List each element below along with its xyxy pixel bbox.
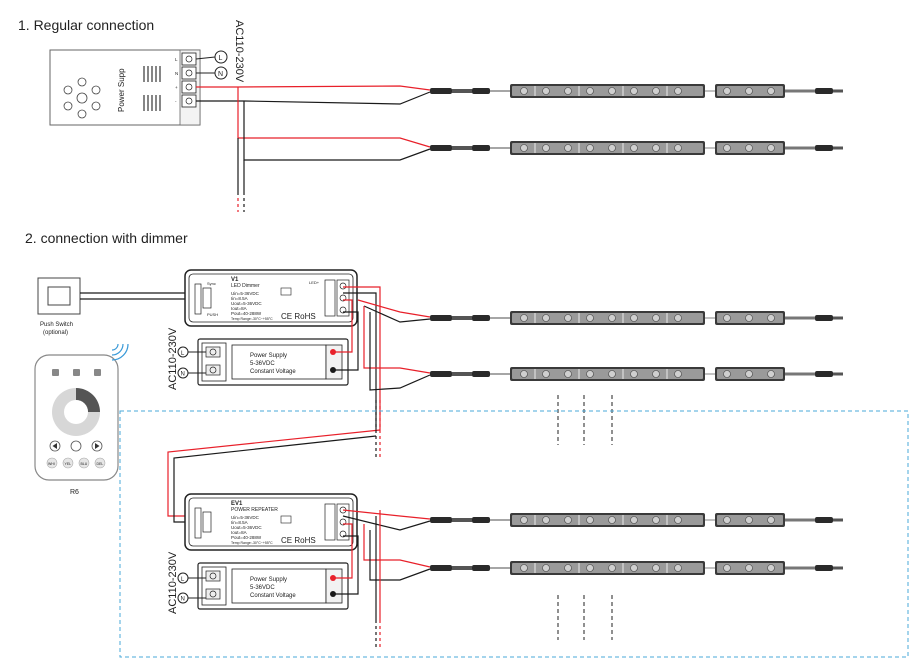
led-strip-row-5 xyxy=(430,513,843,527)
section1-heading: 1. Regular connection xyxy=(18,17,154,33)
section2-heading: 2. connection with dimmer xyxy=(25,230,188,246)
terminal-label-n: N xyxy=(175,71,178,76)
power-repeater: EV1 POWER REPEATER Uin=5-36VDC Iin=8.5A … xyxy=(184,493,358,551)
dimmer-spec: Iin=8.5A xyxy=(231,296,248,301)
wires-section2-top xyxy=(167,286,431,523)
repeater-cert: CE RoHS xyxy=(281,536,316,545)
ps-line3: Constant Voltage xyxy=(250,593,296,599)
continuation-lines-2 xyxy=(557,595,613,640)
push-switch xyxy=(37,277,81,315)
repeater-spec: Iout=8A xyxy=(231,530,247,535)
remote-label: R6 xyxy=(70,489,79,496)
push-switch-label: Push Switch xyxy=(40,322,73,328)
repeater-spec: Uout=5-36VDC xyxy=(231,525,262,530)
power-supply-box-2: Power Supply 5-36VDC Constant Voltage xyxy=(197,562,349,610)
neutral-symbol-label: N xyxy=(218,71,223,78)
led-strip-row-4 xyxy=(430,367,843,381)
vent-slots xyxy=(143,66,161,111)
ps-line1: Power Supply xyxy=(250,577,287,583)
remote-control[interactable]: WHI YEL BLU DEL xyxy=(34,354,119,481)
line-symbol-label: L xyxy=(219,55,223,62)
terminal-label-l: L xyxy=(175,57,178,62)
dimmer-spec: Uout=5-36VDC xyxy=(231,301,262,306)
led-strip-row-1 xyxy=(430,84,843,98)
remote-key-del: DEL xyxy=(97,462,104,466)
neutral-symbol-3-label: N xyxy=(181,597,185,603)
ps-line3: Constant Voltage xyxy=(250,369,296,375)
neutral-symbol-2-label: N xyxy=(181,372,185,378)
repeater-group-box xyxy=(119,410,909,658)
repeater-spec: Uin=5-36VDC xyxy=(231,515,260,520)
input-voltage-label-2: AC110-230V xyxy=(167,327,179,390)
line-symbol-2-label: L xyxy=(181,351,185,357)
dimmer-spec: Iout=8A xyxy=(231,306,247,311)
wireless-icon xyxy=(111,343,129,361)
dimmer-spec: Pout=40-288W xyxy=(231,311,262,316)
led-strip-row-2 xyxy=(430,141,843,155)
continuation-lines-1 xyxy=(557,395,613,445)
dimmer-spec: Temp Range:-30°C~+55°C xyxy=(231,317,273,321)
terminal-label-minus: - xyxy=(175,99,177,104)
dimmer-led-symbol: LED+ xyxy=(309,280,320,285)
fan-icon xyxy=(63,77,101,119)
button-icon xyxy=(280,515,292,524)
remote-key-yel: YEL xyxy=(65,462,72,466)
repeater-spec: Pout=40-288W xyxy=(231,535,262,540)
ps-line2: 5-36VDC xyxy=(250,361,275,367)
line-symbol-3-label: L xyxy=(181,577,185,583)
center-button[interactable] xyxy=(70,440,82,452)
wires-section2-bottom xyxy=(333,509,431,650)
remote-key-whi: WHI xyxy=(48,462,55,466)
power-supply-box-1: Power Supply 5-36VDC Constant Voltage xyxy=(197,338,349,386)
repeater-name: POWER REPEATER xyxy=(231,507,278,513)
led-strip-row-6 xyxy=(430,561,843,575)
ps-line2: 5-36VDC xyxy=(250,585,275,591)
input-voltage-label-1: AC110-230V xyxy=(233,20,245,83)
dimmer-sync-label: Sync xyxy=(207,281,216,286)
input-voltage-label-3: AC110-230V xyxy=(167,551,179,614)
dimmer-push-label: PUSH xyxy=(207,312,218,317)
dimmer-name: LED Dimmer xyxy=(231,283,260,289)
ps-line1: Power Supply xyxy=(250,353,287,359)
power-supply-unit: Power Supp L N + - xyxy=(49,49,201,126)
repeater-spec: Iin=8.5A xyxy=(231,520,248,525)
button-icon xyxy=(280,287,292,296)
repeater-spec: Temp Range:-30°C~+55°C xyxy=(231,541,273,545)
led-strip-row-3 xyxy=(430,311,843,325)
dimmer-spec: Uin=5-36VDC xyxy=(231,291,260,296)
power-supply-label: Power Supp xyxy=(117,68,126,112)
push-switch-note: (optional) xyxy=(43,330,68,336)
repeater-model: EV1 xyxy=(231,501,243,507)
dimmer-cert: CE RoHS xyxy=(281,312,316,321)
terminal-label-plus: + xyxy=(175,85,178,90)
wires-section1 xyxy=(196,85,431,212)
led-dimmer: V1 LED Dimmer Uin=5-36VDC Iin=8.5A Uout=… xyxy=(184,269,358,327)
dimmer-model: V1 xyxy=(231,277,239,283)
remote-top-keys xyxy=(52,369,101,376)
remote-key-blu: BLU xyxy=(81,462,88,466)
